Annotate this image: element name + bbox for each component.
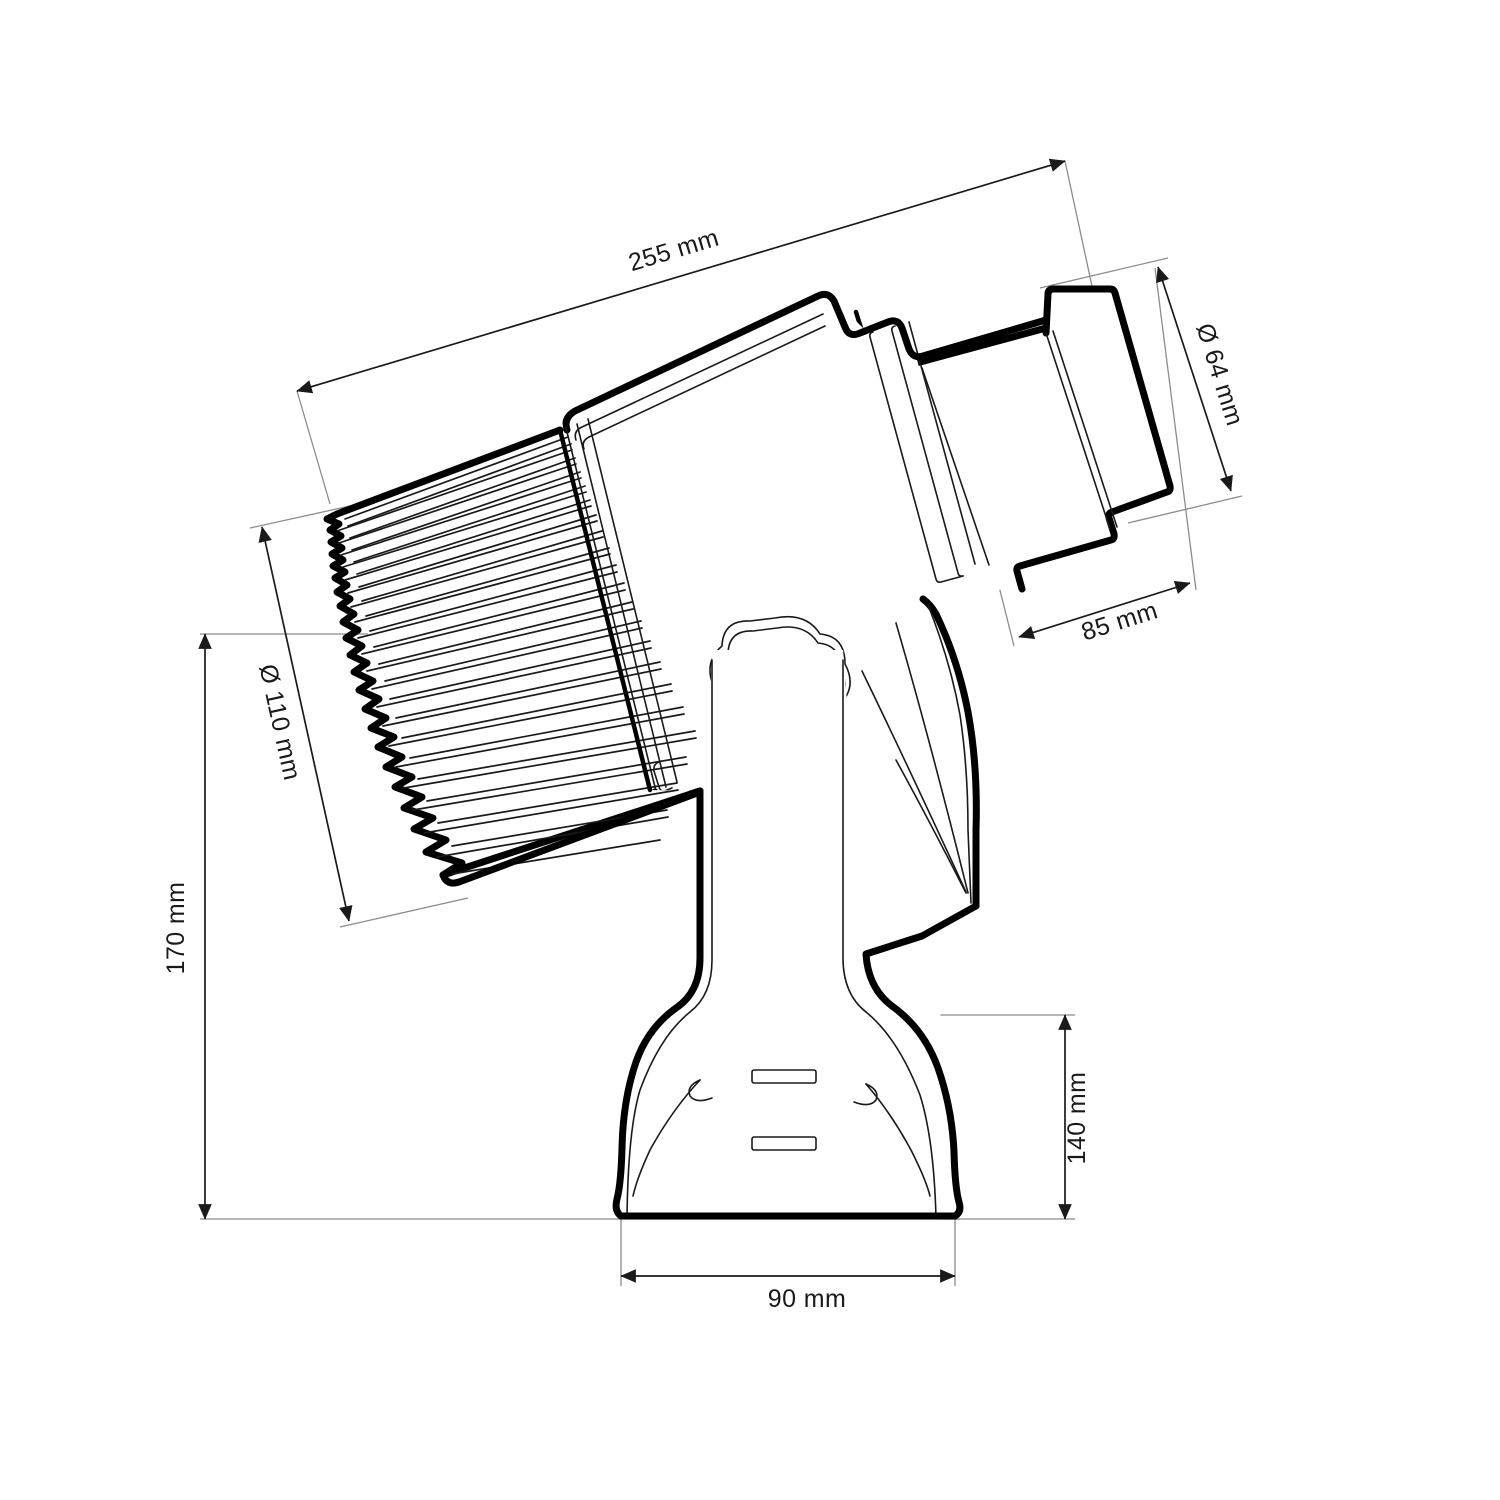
dimension-rear-barrel-length: 85 mm	[1018, 580, 1191, 647]
bracket-boss-right	[853, 1083, 878, 1106]
bracket-left-outer-contour	[612, 787, 704, 1220]
dim-label-170: 170 mm	[162, 882, 190, 975]
bracket-left-inner-edge	[626, 659, 713, 1219]
lamp-body-left-face-3	[587, 418, 678, 783]
dim-label-85: 85 mm	[1078, 596, 1161, 646]
lamp-body-crease-2	[861, 670, 967, 893]
dimension-base-width: 90 mm	[620, 1269, 956, 1313]
lamp-body-left-face-1	[565, 427, 657, 792]
lamp-body-left-face-2	[576, 423, 667, 788]
dim-label-140: 140 mm	[1063, 1072, 1091, 1165]
dim-line-110	[258, 526, 353, 922]
bracket-boss-left	[688, 1079, 713, 1102]
dim-label-255: 255 mm	[625, 224, 722, 277]
dimension-heatsink-diameter: Ø 110 mm	[253, 526, 353, 922]
base-mounting-slot-bottom	[751, 1136, 817, 1151]
ext-line-110-bottom	[339, 897, 469, 928]
ext-line-110-top	[249, 505, 351, 529]
dim-line-85	[1018, 580, 1191, 640]
lamp-body-inner-top-1	[574, 313, 824, 441]
heatsink-right-edge	[557, 427, 653, 793]
ext-line-255-left	[296, 390, 331, 505]
lamp-body-crease-1	[895, 622, 969, 894]
dim-label-64: Ø 64 mm	[1190, 320, 1248, 429]
dimension-rear-barrel-diameter: Ø 64 mm	[1156, 266, 1249, 492]
ext-line-85-right	[1154, 267, 1197, 591]
bracket-right-outer-contour	[862, 950, 964, 1220]
dim-line-255	[296, 158, 1066, 394]
base-mounting-slot-top	[751, 1069, 817, 1084]
dim-label-110: Ø 110 mm	[253, 662, 306, 783]
product-drawing	[323, 285, 1174, 1220]
lamp-body-crease-3	[895, 759, 967, 894]
mid-collar-seam	[921, 367, 990, 566]
lamp-body-right-inner-1	[927, 604, 972, 904]
dimension-overall-height: 170 mm	[162, 633, 212, 1220]
mounting-bracket	[612, 650, 964, 1220]
heatsink-bottom-edge	[439, 788, 704, 887]
lamp-body-lower-step	[862, 902, 980, 958]
lamp-body-right-wall	[919, 595, 980, 910]
bracket-base-flare-left	[632, 1079, 701, 1197]
dim-line-64	[1156, 266, 1233, 492]
ext-line-64-bottom	[1127, 495, 1243, 524]
ext-line-64-top	[1039, 257, 1169, 289]
bracket-right-inner-edge	[842, 659, 937, 1219]
dim-label-90: 90 mm	[768, 1285, 846, 1313]
dimension-bracket-height: 140 mm	[1058, 1014, 1091, 1220]
heatsink-fin-lines	[336, 436, 697, 875]
bracket-base-flare-right	[865, 1083, 931, 1197]
